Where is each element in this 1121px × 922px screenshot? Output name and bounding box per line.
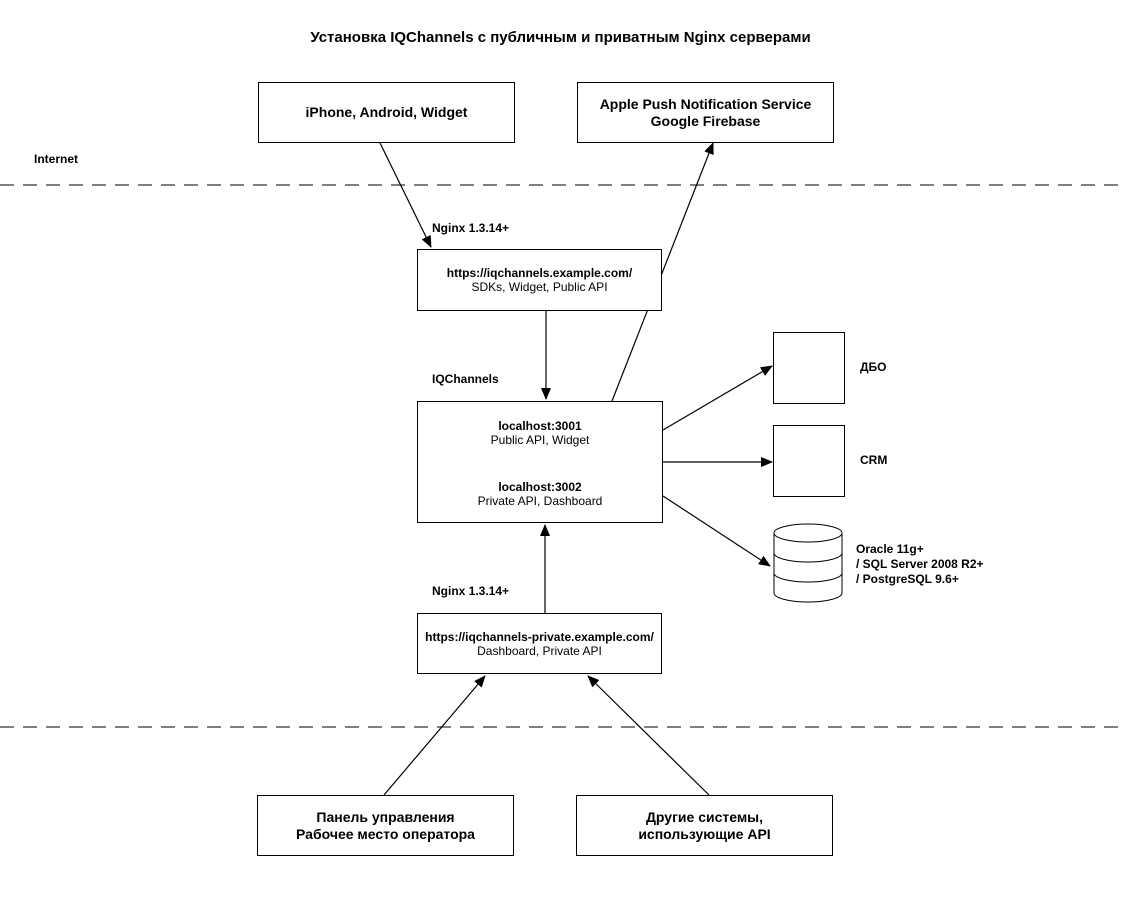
arrow-panel-to-private-nginx — [383, 675, 486, 796]
other-systems-label: Другие системы, — [645, 808, 764, 825]
crm-node — [773, 425, 845, 497]
arrow-server-to-database — [662, 495, 771, 567]
private-nginx-url: https://iqchannels-private.example.com/ — [425, 629, 654, 644]
push-services-node: Apple Push Notification Service Google F… — [577, 82, 834, 143]
nginx-private-label: Nginx 1.3.14+ — [432, 584, 510, 598]
arrow-clients-to-nginx — [379, 142, 432, 248]
arrow-server-to-push — [611, 142, 714, 402]
dbo-label: ДБО — [860, 360, 887, 374]
database-label: Oracle 11g+ / SQL Server 2008 R2+ / Post… — [856, 542, 984, 587]
private-nginx-desc: Dashboard, Private API — [477, 643, 602, 658]
operator-workplace-label: Рабочее место оператора — [296, 825, 475, 842]
private-nginx-node: https://iqchannels-private.example.com/ … — [417, 613, 662, 674]
crm-label: CRM — [860, 453, 888, 467]
control-panel-label: Панель управления — [316, 808, 455, 825]
server-public-host: localhost:3001 — [498, 418, 582, 433]
server-public-desc: Public API, Widget — [490, 432, 590, 447]
database-sqlserver: / SQL Server 2008 R2+ — [856, 557, 984, 571]
public-nginx-node: https://iqchannels.example.com/ SDKs, Wi… — [417, 249, 662, 311]
arrow-server-to-dbo — [662, 365, 773, 431]
clients-node: iPhone, Android, Widget — [258, 82, 515, 143]
page-title: Установка IQChannels с публичным и прива… — [310, 29, 811, 46]
push-apns-label: Apple Push Notification Service — [599, 95, 812, 112]
server-public-section: localhost:3001 Public API, Widget — [418, 402, 662, 463]
dbo-node — [773, 332, 845, 404]
clients-label: iPhone, Android, Widget — [305, 104, 468, 120]
public-nginx-desc: SDKs, Widget, Public API — [471, 280, 608, 294]
server-private-section: localhost:3002 Private API, Dashboard — [418, 463, 662, 524]
database-oracle: Oracle 11g+ — [856, 542, 924, 556]
iqchannels-zone-label: IQChannels — [432, 372, 499, 386]
nginx-public-label: Nginx 1.3.14+ — [432, 221, 510, 235]
arrow-other-to-private-nginx — [587, 675, 710, 796]
other-systems-api-label: использующие API — [638, 825, 771, 842]
iqchannels-server-node: localhost:3001 Public API, Widget localh… — [417, 401, 663, 523]
push-firebase-label: Google Firebase — [650, 112, 761, 129]
server-private-host: localhost:3002 — [498, 479, 582, 494]
internet-zone-label: Internet — [34, 152, 79, 166]
control-panel-node: Панель управления Рабочее место оператор… — [257, 795, 514, 856]
other-systems-node: Другие системы, использующие API — [576, 795, 833, 856]
database-postgresql: / PostgreSQL 9.6+ — [856, 572, 959, 586]
public-nginx-url: https://iqchannels.example.com/ — [446, 266, 633, 280]
database-icon — [773, 523, 843, 603]
server-private-desc: Private API, Dashboard — [477, 493, 603, 508]
